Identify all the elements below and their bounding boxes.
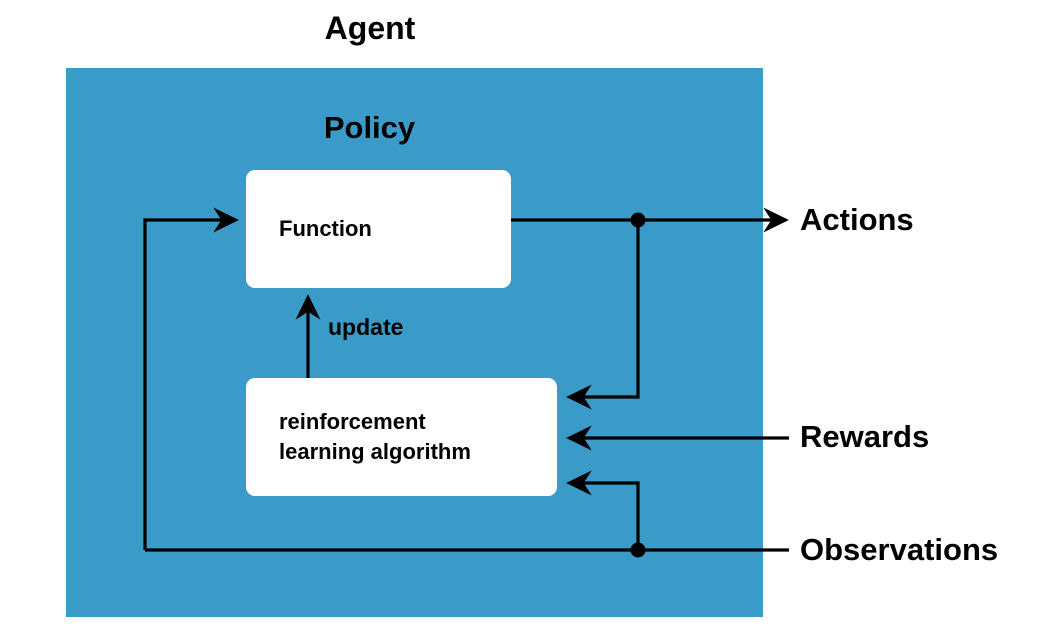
function-box: Function [246,170,511,288]
policy-label: Policy [323,110,416,145]
actions-label: Actions [800,202,914,237]
rewards-label: Rewards [800,419,930,454]
rl-algorithm-box-label: reinforcement learning algorithm [279,409,471,464]
agent-panel [66,68,763,617]
agent-title: Agent [324,10,416,46]
update-edge-label: update [328,314,404,340]
rl-algorithm-box: reinforcement learning algorithm [246,378,557,496]
function-box-label: Function [279,216,372,241]
observations-label: Observations [800,532,999,567]
